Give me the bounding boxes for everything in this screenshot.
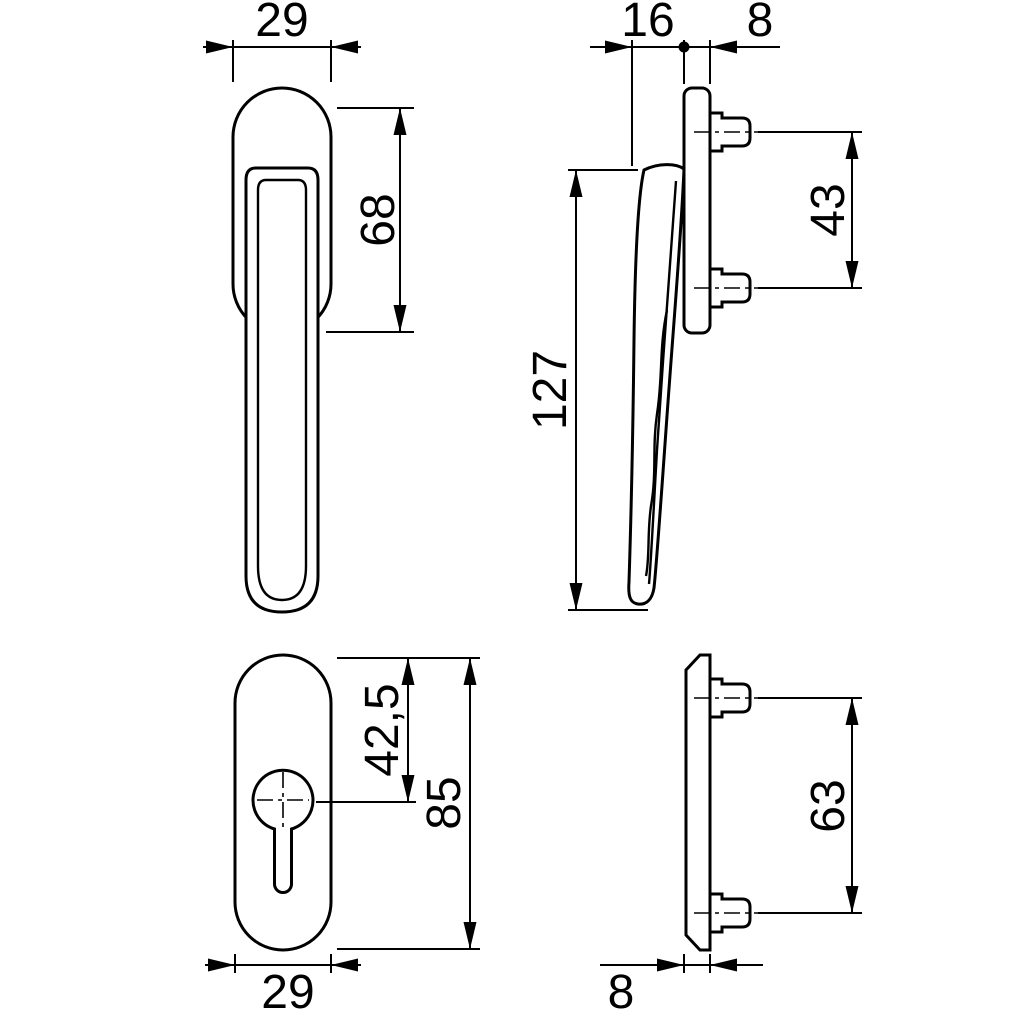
dim-label-handle-length: 127 [524, 350, 577, 430]
arrowhead [463, 658, 477, 685]
dimension-escutcheon-height: 85 [337, 658, 480, 950]
cylinder-keyhole [251, 768, 315, 894]
arrowhead [331, 40, 358, 54]
escutcheon-side-view: 63 8 [600, 653, 862, 1019]
dimension-escutcheon-width: 29 [205, 954, 361, 1019]
arrowhead [206, 40, 233, 54]
dim-label-handle-width: 29 [255, 0, 308, 47]
dim-label-grip-length: 68 [352, 193, 405, 246]
arrowhead [710, 40, 737, 54]
arrowhead [710, 958, 737, 972]
dim-label-stud-spacing-top: 43 [802, 183, 855, 236]
dim-label-stud-spacing-bottom: 63 [802, 779, 855, 832]
dimension-escutcheon-thickness: 8 [600, 954, 763, 1019]
dim-label-escutcheon-thickness: 8 [608, 966, 635, 1019]
dim-label-grip-depth: 16 [621, 0, 674, 47]
arrowhead [393, 305, 407, 332]
dim-label-cylinder-offset: 42,5 [356, 683, 409, 776]
handle-side-view: 16 8 43 127 [524, 0, 862, 611]
arrowhead [845, 698, 859, 725]
dimension-handle-length: 127 [524, 169, 648, 611]
dimension-stud-spacing-bottom: 63 [758, 697, 862, 914]
arrowhead [569, 170, 583, 197]
arrowhead [657, 958, 684, 972]
arrowhead [569, 583, 583, 610]
arrowhead [845, 886, 859, 913]
arrowhead [331, 958, 358, 972]
handle-lever-inner-contour [256, 178, 308, 602]
dimension-dot [678, 41, 690, 53]
escutcheon-front-view: 42,5 85 29 [205, 653, 480, 1019]
arrowhead [401, 775, 415, 802]
rosette-side-outline [682, 86, 712, 335]
arrowhead [208, 958, 235, 972]
dim-label-plate-thickness: 8 [747, 0, 774, 47]
dimension-stud-spacing-top: 43 [758, 131, 862, 289]
escutcheon-side-outline [684, 653, 712, 952]
dimension-cylinder-offset: 42,5 [316, 657, 480, 803]
lever-side-outline [627, 163, 686, 606]
arrowhead [845, 261, 859, 288]
arrowhead [845, 132, 859, 159]
lever-side-inner-contour [647, 180, 678, 585]
handle-lever-outline [244, 166, 320, 614]
arrowhead [463, 922, 477, 949]
dim-label-escutcheon-width: 29 [261, 966, 314, 1019]
arrowhead [401, 658, 415, 685]
dim-label-escutcheon-height: 85 [418, 776, 471, 829]
arrowhead [393, 108, 407, 135]
arrowhead [605, 40, 632, 54]
dimension-grip-length: 68 [326, 107, 414, 333]
dimension-grip-depth-and-plate-thickness: 16 8 [590, 0, 780, 166]
handle-front-view: 29 68 [203, 0, 414, 614]
lever-side-grip-contour [644, 309, 669, 577]
dimension-handle-width: 29 [203, 0, 361, 82]
